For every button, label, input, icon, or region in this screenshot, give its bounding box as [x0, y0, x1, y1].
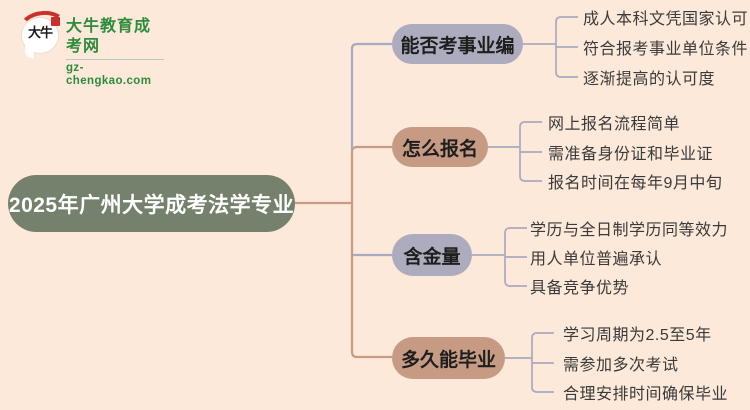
branch-node-career-eligibility[interactable]: 能否考事业编	[392, 24, 523, 64]
leaf-item: 符合报考事业单位条件	[583, 41, 749, 58]
leaf-item: 网上报名流程简单	[548, 116, 681, 133]
logo-red-seal	[51, 17, 60, 26]
leaf-item: 成人本科文凭国家认可	[583, 11, 749, 28]
leaf-item: 逐渐提高的认可度	[583, 71, 716, 88]
leaf-item: 用人单位普遍承认	[530, 251, 663, 268]
logo-divider	[66, 59, 164, 60]
branch-node-how-to-register[interactable]: 怎么报名	[392, 127, 488, 167]
site-name: 大牛教育成考网	[66, 18, 152, 55]
leaf-item: 需准备身份证和毕业证	[548, 146, 714, 163]
logo-texts: 大牛教育成考网 gz-chengkao.com	[66, 17, 165, 88]
site-url: gz-chengkao.com	[66, 62, 152, 87]
leaf-item: 学习周期为2.5至5年	[563, 327, 712, 344]
leaf-item: 学历与全日制学历同等效力	[530, 222, 729, 239]
root-topic-node[interactable]: 2025年广州大学成考法学专业	[8, 175, 295, 232]
logo-bubble-tail	[24, 46, 35, 59]
site-logo[interactable]: 大牛 大牛教育成考网 gz-chengkao.com	[15, 8, 165, 87]
leaf-item: 具备竞争优势	[530, 280, 630, 297]
leaf-item: 合理安排时间确保毕业	[563, 386, 729, 403]
branch-node-graduation-time[interactable]: 多久能毕业	[392, 337, 505, 379]
leaf-item: 报名时间在每年9月中旬	[548, 175, 723, 192]
leaf-item: 需参加多次考试	[563, 357, 679, 374]
branch-node-credential-value[interactable]: 含金量	[392, 234, 472, 276]
logo-bubble-text: 大牛	[27, 25, 53, 40]
